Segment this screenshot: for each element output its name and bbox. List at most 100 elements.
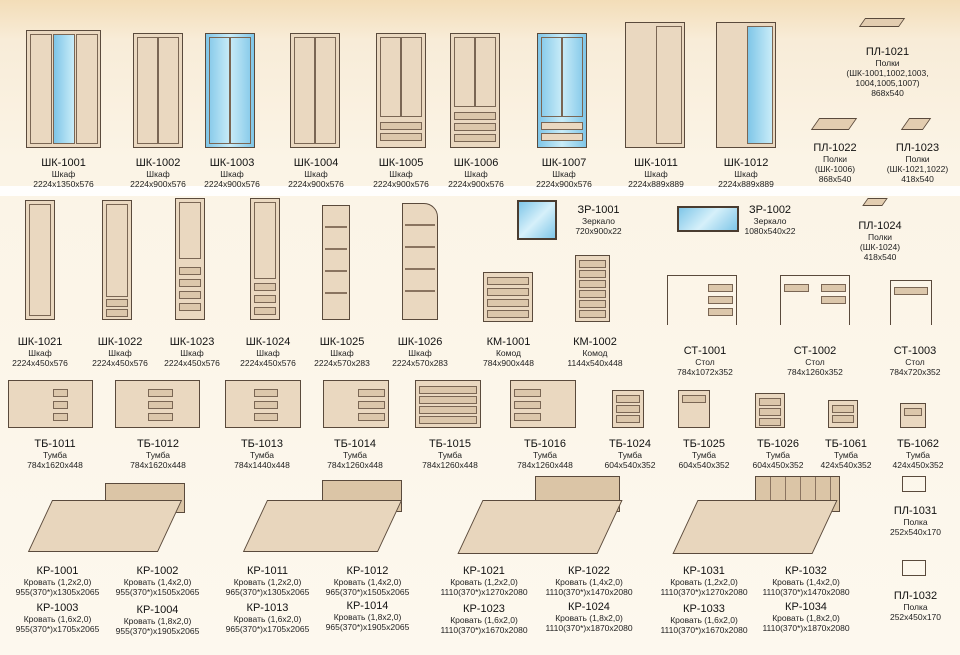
shelf-pl-1021-figure [858, 18, 906, 27]
product-name: Шкаф [408, 348, 432, 358]
product-dims: 2224x889x889 [628, 179, 684, 189]
product-name: Стол [805, 357, 825, 367]
stand-tb-1014-figure [323, 380, 389, 428]
product-dims: 720x900x22 [575, 226, 622, 236]
bed-kr-1001-figure [27, 500, 183, 552]
wardrobe-shk-1004-figure [290, 33, 340, 148]
product-name: Кровать (1,6x2,0) [670, 615, 738, 625]
product-dims: 1110(370*)x1670x2080 [440, 625, 528, 635]
product-code: КР-1002 [136, 565, 179, 577]
product-dims: 784x1260x448 [327, 460, 383, 470]
stand-tb-1061-figure [828, 400, 858, 428]
product-name: Тумба [532, 450, 558, 460]
product-name: Кровать (1,8x2,0) [123, 616, 192, 626]
product-name: Шкаф [180, 348, 204, 358]
bed-kr-1031-figure [672, 500, 838, 554]
product-code: КР-1012 [346, 565, 389, 577]
product-name: Стол [695, 357, 715, 367]
product-dims: 965(370*)x1305x2065 [225, 587, 310, 597]
wardrobe-shk-1001-figure [26, 30, 101, 148]
product-dims: 965(370*)x1905x2065 [325, 622, 410, 632]
product-dims: 2224x450x576 [12, 358, 68, 368]
product-code: КР-1033 [683, 603, 725, 615]
product-code: КР-1013 [246, 602, 289, 614]
product-name: Тумба [905, 450, 931, 460]
product-name: Тумба [342, 450, 368, 460]
wardrobe-shk-1003-figure [205, 33, 255, 148]
product-code: ТБ-1014 [333, 438, 377, 450]
product-dims: 2224x900x576 [536, 179, 592, 189]
product-name: Тумба [249, 450, 275, 460]
product-dims: 1080x540x22 [744, 226, 796, 236]
product-name: Зеркало [581, 216, 615, 226]
product-code: КМ-1002 [573, 336, 617, 348]
product-code: СТ-1001 [683, 345, 727, 357]
product-code: КР-1031 [683, 565, 725, 577]
product-dims: 784x1260x448 [517, 460, 573, 470]
product-dims: 784x720x352 [889, 367, 941, 377]
product-name: Шкаф [552, 169, 576, 179]
product-name: Кровать (1,8x2,0) [772, 613, 840, 623]
product-dims: 784x1620x448 [27, 460, 83, 470]
product-name: Кровать (1,2x2,0) [670, 577, 738, 587]
product-name: Тумба [145, 450, 171, 460]
product-code: ШК-1004 [293, 157, 339, 169]
wardrobe-shk-1007-figure [537, 33, 587, 148]
product-code: ПЛ-1022 [813, 142, 857, 154]
product-name: Кровать (1,8x2,0) [555, 613, 623, 623]
product-dims: 2224x450x576 [92, 358, 148, 368]
product-dims: 424x450x352 [892, 460, 944, 470]
product-dims: 965(370*)x1705x2065 [225, 624, 310, 634]
wardrobe-shk-1002-figure [133, 33, 183, 148]
product-code: КР-1004 [136, 604, 179, 616]
product-name: Полки [875, 58, 900, 68]
product-dims: 2224x889x889 [718, 179, 774, 189]
product-name: Комод [582, 348, 608, 358]
desk-st-1003-figure [890, 280, 932, 325]
product-dims: 1110(370*)x1670x2080 [660, 625, 748, 635]
product-code: СТ-1002 [793, 345, 837, 357]
product-code: ШК-1023 [169, 336, 215, 348]
product-dims: 1110(370*)x1470x2080 [545, 587, 633, 597]
product-dims: 2224x450x576 [240, 358, 296, 368]
product-dims: 955(370*)x1505x2065 [115, 587, 200, 597]
product-dims: 2224x570x283 [392, 358, 448, 368]
product-name: Комод [495, 348, 522, 358]
product-name: Тумба [833, 450, 859, 460]
wardrobe-shk-1022-figure [102, 200, 132, 320]
product-name: Шкаф [108, 348, 132, 358]
product-dims: 418x540 [863, 252, 897, 262]
product-dims: 604x540x352 [604, 460, 656, 470]
stand-tb-1024-figure [612, 390, 644, 428]
product-code: ТБ-1015 [428, 438, 472, 450]
product-name: Шкаф [644, 169, 668, 179]
product-dims: 2224x570x283 [314, 358, 370, 368]
stand-tb-1026-figure [755, 393, 785, 428]
product-code: ШК-1006 [453, 157, 499, 169]
wardrobe-shk-1005-figure [376, 33, 426, 148]
stand-tb-1016-figure [510, 380, 576, 428]
bed-kr-1021-figure [457, 500, 623, 554]
product-code: ТБ-1024 [608, 438, 652, 450]
stand-tb-1012-figure [115, 380, 200, 428]
